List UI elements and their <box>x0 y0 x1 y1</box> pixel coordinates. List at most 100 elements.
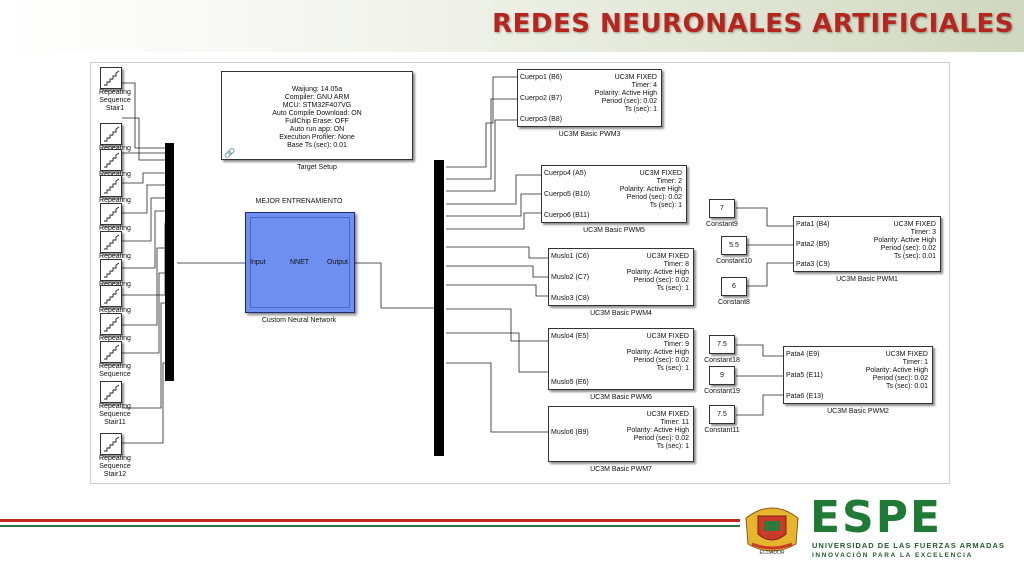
pwm-info-line: Timer: 11 <box>660 419 689 426</box>
footer-red-line <box>0 519 740 522</box>
pwm-port-label: Pata3 (C9) <box>796 261 830 268</box>
pwm-port-label: Cuerpo2 (B7) <box>520 95 563 102</box>
repeating-sequence-caption: Stair12 <box>103 471 127 478</box>
repeating-sequence-block[interactable] <box>100 175 122 197</box>
pwm-info-line: Timer: 4 <box>631 82 657 89</box>
repeating-sequence-caption: Sequence <box>99 371 131 378</box>
header-band <box>0 0 1024 52</box>
pwm-info-line: UC3M FIXED <box>646 411 689 418</box>
pwm-port-label: Pata5 (E11) <box>786 372 823 379</box>
pwm-caption: UC3M Basic PWM7 <box>590 466 652 473</box>
pwm-port-label: Muslo1 (C6) <box>551 253 590 260</box>
pwm-info-line: Timer: 9 <box>663 341 689 348</box>
pwm-caption: UC3M Basic PWM3 <box>558 131 621 138</box>
constant-block[interactable]: 7.5 <box>709 405 735 424</box>
repeating-sequence-caption: Repeating <box>99 197 131 204</box>
staircase-icon <box>104 316 120 332</box>
pwm-info-line: Period (sec): 0.02 <box>872 375 928 382</box>
demux-bar[interactable] <box>434 160 444 456</box>
nnet-output-port: Output <box>326 259 348 266</box>
repeating-sequence-caption: Repeating <box>99 335 131 342</box>
pwm-block-pwm3[interactable]: Cuerpo1 (B6)Cuerpo2 (B7)Cuerpo3 (B8)UC3M… <box>517 69 662 127</box>
constant-block[interactable]: 7.5 <box>709 335 735 354</box>
pwm-port-label: Cuerpo6 (B11) <box>544 212 590 219</box>
constant-block[interactable]: 5.5 <box>721 236 747 255</box>
pwm-info-line: Polarity: Active High <box>626 269 689 276</box>
constant-value: 5.5 <box>729 242 739 249</box>
link-icon: 🔗 <box>224 148 236 158</box>
repeating-sequence-block[interactable] <box>100 341 122 363</box>
pwm-block-pwm4[interactable]: Muslo1 (C6)Muslo2 (C7)Muslo3 (C8)UC3M FI… <box>548 248 694 306</box>
target-setup-line: Execution Profiler: None <box>279 134 355 141</box>
pwm-info-line: Period (sec): 0.02 <box>633 277 689 284</box>
constant-block[interactable]: 6 <box>721 277 747 296</box>
pwm-info-line: Timer: 3 <box>910 229 936 236</box>
pwm-info-line: Ts (sec): 0.01 <box>893 253 936 260</box>
nnet-header: MEJOR ENTRENAMIENTO <box>255 198 343 205</box>
pwm-info-line: UC3M FIXED <box>646 253 689 260</box>
repeating-sequence-block[interactable] <box>100 123 122 145</box>
constant-value: 6 <box>732 283 736 290</box>
pwm-caption: UC3M Basic PWM1 <box>836 276 898 283</box>
constant-block[interactable]: 9 <box>709 366 735 385</box>
repeating-sequence-block[interactable] <box>100 433 122 455</box>
mux-bar[interactable] <box>165 143 174 381</box>
pwm-info-line: Polarity: Active High <box>626 427 689 434</box>
staircase-icon <box>104 262 120 278</box>
pwm-port-label: Pata2 (B5) <box>796 241 830 248</box>
pwm-info-line: Period (sec): 0.02 <box>880 245 936 252</box>
staircase-icon <box>104 234 120 250</box>
pwm-info-line: Ts (sec): 1 <box>656 365 689 372</box>
repeating-sequence-caption: Stair11 <box>104 419 126 426</box>
pwm-info-line: Ts (sec): 1 <box>624 106 657 113</box>
repeating-sequence-block[interactable] <box>100 231 122 253</box>
university-seal-icon: ECUADOR <box>745 507 799 556</box>
repeating-sequence-block[interactable] <box>100 313 122 335</box>
constant-caption: Constant8 <box>718 299 750 306</box>
nnet-block[interactable]: Input NNET Output <box>245 212 355 313</box>
pwm-port-label: Muslo2 (C7) <box>551 274 590 281</box>
repeating-sequence-caption: Repeating <box>99 403 131 410</box>
repeating-sequence-caption: Repeating <box>99 455 131 462</box>
repeating-sequence-caption: Sequence <box>99 463 131 470</box>
pwm-port-label: Pata4 (E9) <box>786 351 820 358</box>
repeating-sequence-caption: Repeating <box>99 307 131 314</box>
repeating-sequence-block[interactable] <box>100 149 122 171</box>
pwm-info-line: Polarity: Active High <box>594 90 657 97</box>
constant-block[interactable]: 7 <box>709 199 735 218</box>
simulink-diagram: RepeatingSequenceStair1RepeatingSRepeati… <box>90 62 950 484</box>
repeating-sequence-block[interactable] <box>100 203 122 225</box>
pwm-info-line: Ts (sec): 1 <box>656 285 689 292</box>
repeating-sequence-caption: Repeating <box>91 145 139 153</box>
pwm-block-pwm2[interactable]: Pata4 (E9)Pata5 (E11)Pata6 (E13)UC3M FIX… <box>783 346 933 404</box>
pwm-info-line: Period (sec): 0.02 <box>626 194 682 201</box>
pwm-port-label: Cuerpo4 (A5) <box>544 170 587 177</box>
repeating-sequence-caption: Repeating <box>99 225 131 232</box>
nnet-caption: Custom Neural Network <box>261 317 337 324</box>
pwm-info-line: UC3M FIXED <box>639 170 682 177</box>
target-setup-caption: Target Setup <box>297 164 337 171</box>
staircase-icon <box>104 70 120 86</box>
pwm-info-line: Polarity: Active High <box>865 367 928 374</box>
pwm-port-label: Muslo6 (B9) <box>551 429 589 436</box>
repeating-sequence-caption: Repeating <box>91 281 139 289</box>
repeating-sequence-block[interactable] <box>100 381 122 403</box>
constant-caption: Constant18 <box>704 357 740 364</box>
constant-value: 9 <box>720 372 724 379</box>
repeating-sequence-block[interactable] <box>100 67 122 89</box>
constant-caption: Constant10 <box>716 258 752 265</box>
slide-title: REDES NEURONALES ARTIFICIALES <box>492 9 1014 39</box>
repeating-sequence-block[interactable] <box>100 259 122 281</box>
repeating-sequence-block[interactable] <box>100 285 122 307</box>
svg-text:ECUADOR: ECUADOR <box>759 550 784 556</box>
footer-green-line <box>0 525 740 527</box>
espe-subtitle: UNIVERSIDAD DE LAS FUERZAS ARMADAS <box>812 541 1005 550</box>
pwm-port-label: Muslo4 (E5) <box>551 333 589 340</box>
repeating-sequence-caption: Stair1 <box>105 105 125 112</box>
constant-caption: Constant9 <box>706 221 738 228</box>
pwm-block-pwm5[interactable]: Cuerpo4 (A5)Cuerpo5 (B10)Cuerpo6 (B11)UC… <box>541 165 687 223</box>
pwm-block-pwm1[interactable]: Pata1 (B4)Pata2 (B5)Pata3 (C9)UC3M FIXED… <box>793 216 941 272</box>
